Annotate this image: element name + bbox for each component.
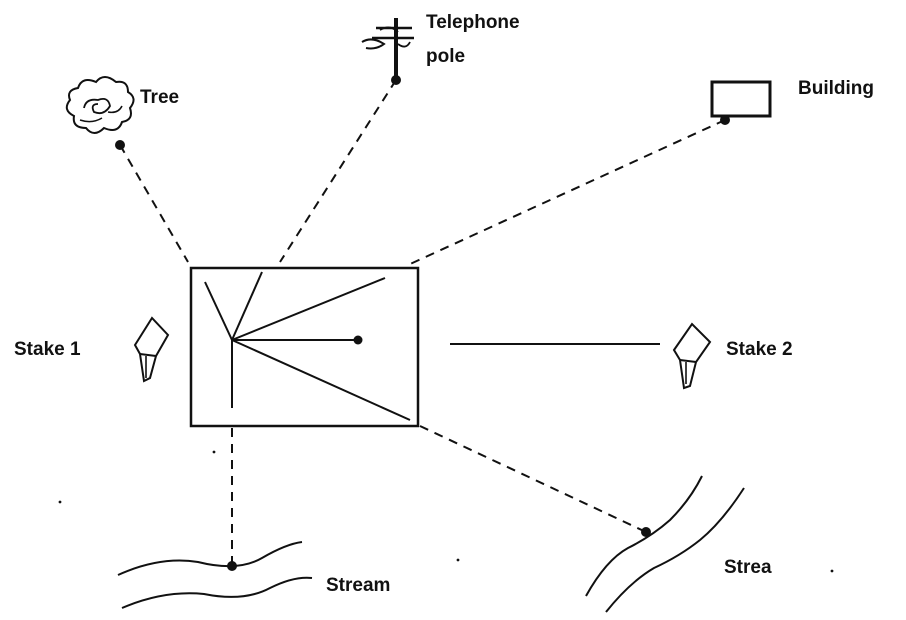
scan-speck [831, 570, 834, 573]
building-label: Building [798, 78, 874, 99]
tree-label: Tree [140, 87, 179, 108]
stream-right-icon [586, 476, 744, 612]
stake-1-label: Stake 1 [14, 339, 81, 360]
stream-right-label: Strea [724, 557, 772, 578]
stream-left-icon [118, 542, 312, 608]
scan-speck [59, 501, 62, 504]
reference-line-tree [120, 145, 188, 262]
stream-left-reference-point [227, 561, 237, 571]
building-reference-point [720, 115, 730, 125]
reference-line-telephone-pole [280, 80, 396, 262]
telephone-pole-label-line2: pole [426, 46, 465, 67]
stream-right-reference-point [641, 527, 651, 537]
telephone-pole-label-line1: Telephone [426, 12, 520, 33]
stake-2-icon [674, 324, 710, 388]
telephone-pole-icon [362, 18, 414, 78]
scan-speck [457, 559, 460, 562]
stream-left-label: Stream [326, 575, 390, 596]
reference-line-building [408, 120, 725, 265]
building-icon [712, 82, 770, 116]
telephone-pole-reference-point [391, 75, 401, 85]
tree-reference-point [115, 140, 125, 150]
stake-2-label: Stake 2 [726, 339, 793, 360]
plot-center-point [354, 336, 363, 345]
scan-speck [213, 451, 216, 454]
stake-1-icon [135, 318, 168, 381]
tree-icon [67, 77, 134, 133]
plot-box [191, 268, 418, 426]
reference-line-stream-right [420, 426, 646, 532]
